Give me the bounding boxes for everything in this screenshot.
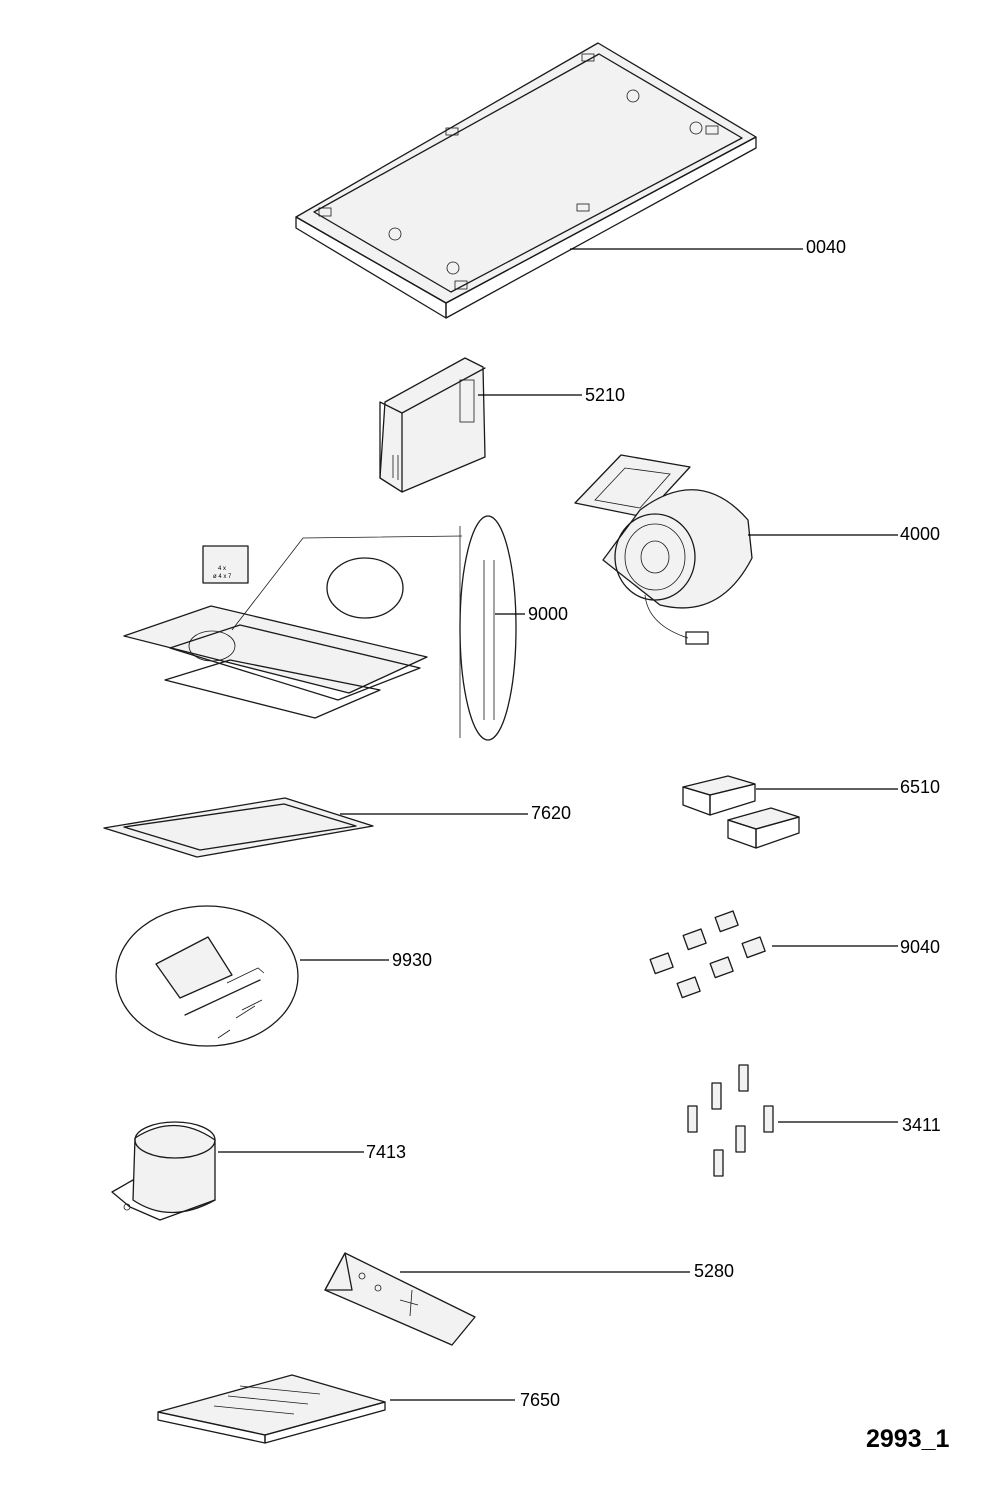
part-7620-filter — [103, 797, 374, 858]
label-9930: 9930 — [392, 950, 432, 970]
label-6510: 6510 — [900, 777, 940, 797]
part-7650-panel — [157, 1374, 386, 1444]
part-9000-mount-assembly: 4 x ø 4 x 7 — [123, 515, 517, 741]
label-7650: 7650 — [520, 1390, 560, 1410]
label-9000: 9000 — [528, 604, 568, 624]
part-5210-control-box — [379, 357, 486, 493]
label-4000: 4000 — [900, 524, 940, 544]
label-7620: 7620 — [531, 803, 571, 823]
label-0040: 0040 — [806, 237, 846, 257]
part-3411-pins — [687, 1064, 774, 1177]
part-4000-blower — [574, 454, 753, 645]
label-5210: 5210 — [585, 385, 625, 405]
label-3411: 3411 — [902, 1115, 941, 1135]
screw-spec-box — [202, 545, 249, 584]
label-5280: 5280 — [694, 1261, 734, 1281]
part-7413-collar — [111, 1121, 216, 1221]
label-9040: 9040 — [900, 937, 940, 957]
part-0040-hood-panel — [295, 42, 757, 319]
screw-size-label: ø 4 x 7 — [213, 574, 232, 580]
part-9930-accessory-kit — [115, 905, 299, 1047]
part-6510-carbon-filters — [682, 775, 800, 849]
part-9040-clips — [649, 910, 766, 999]
label-7413: 7413 — [366, 1142, 406, 1162]
part-5280-bracket — [324, 1252, 476, 1346]
diagram-reference: 2993_1 — [866, 1425, 950, 1453]
screw-count-label: 4 x — [218, 566, 226, 572]
